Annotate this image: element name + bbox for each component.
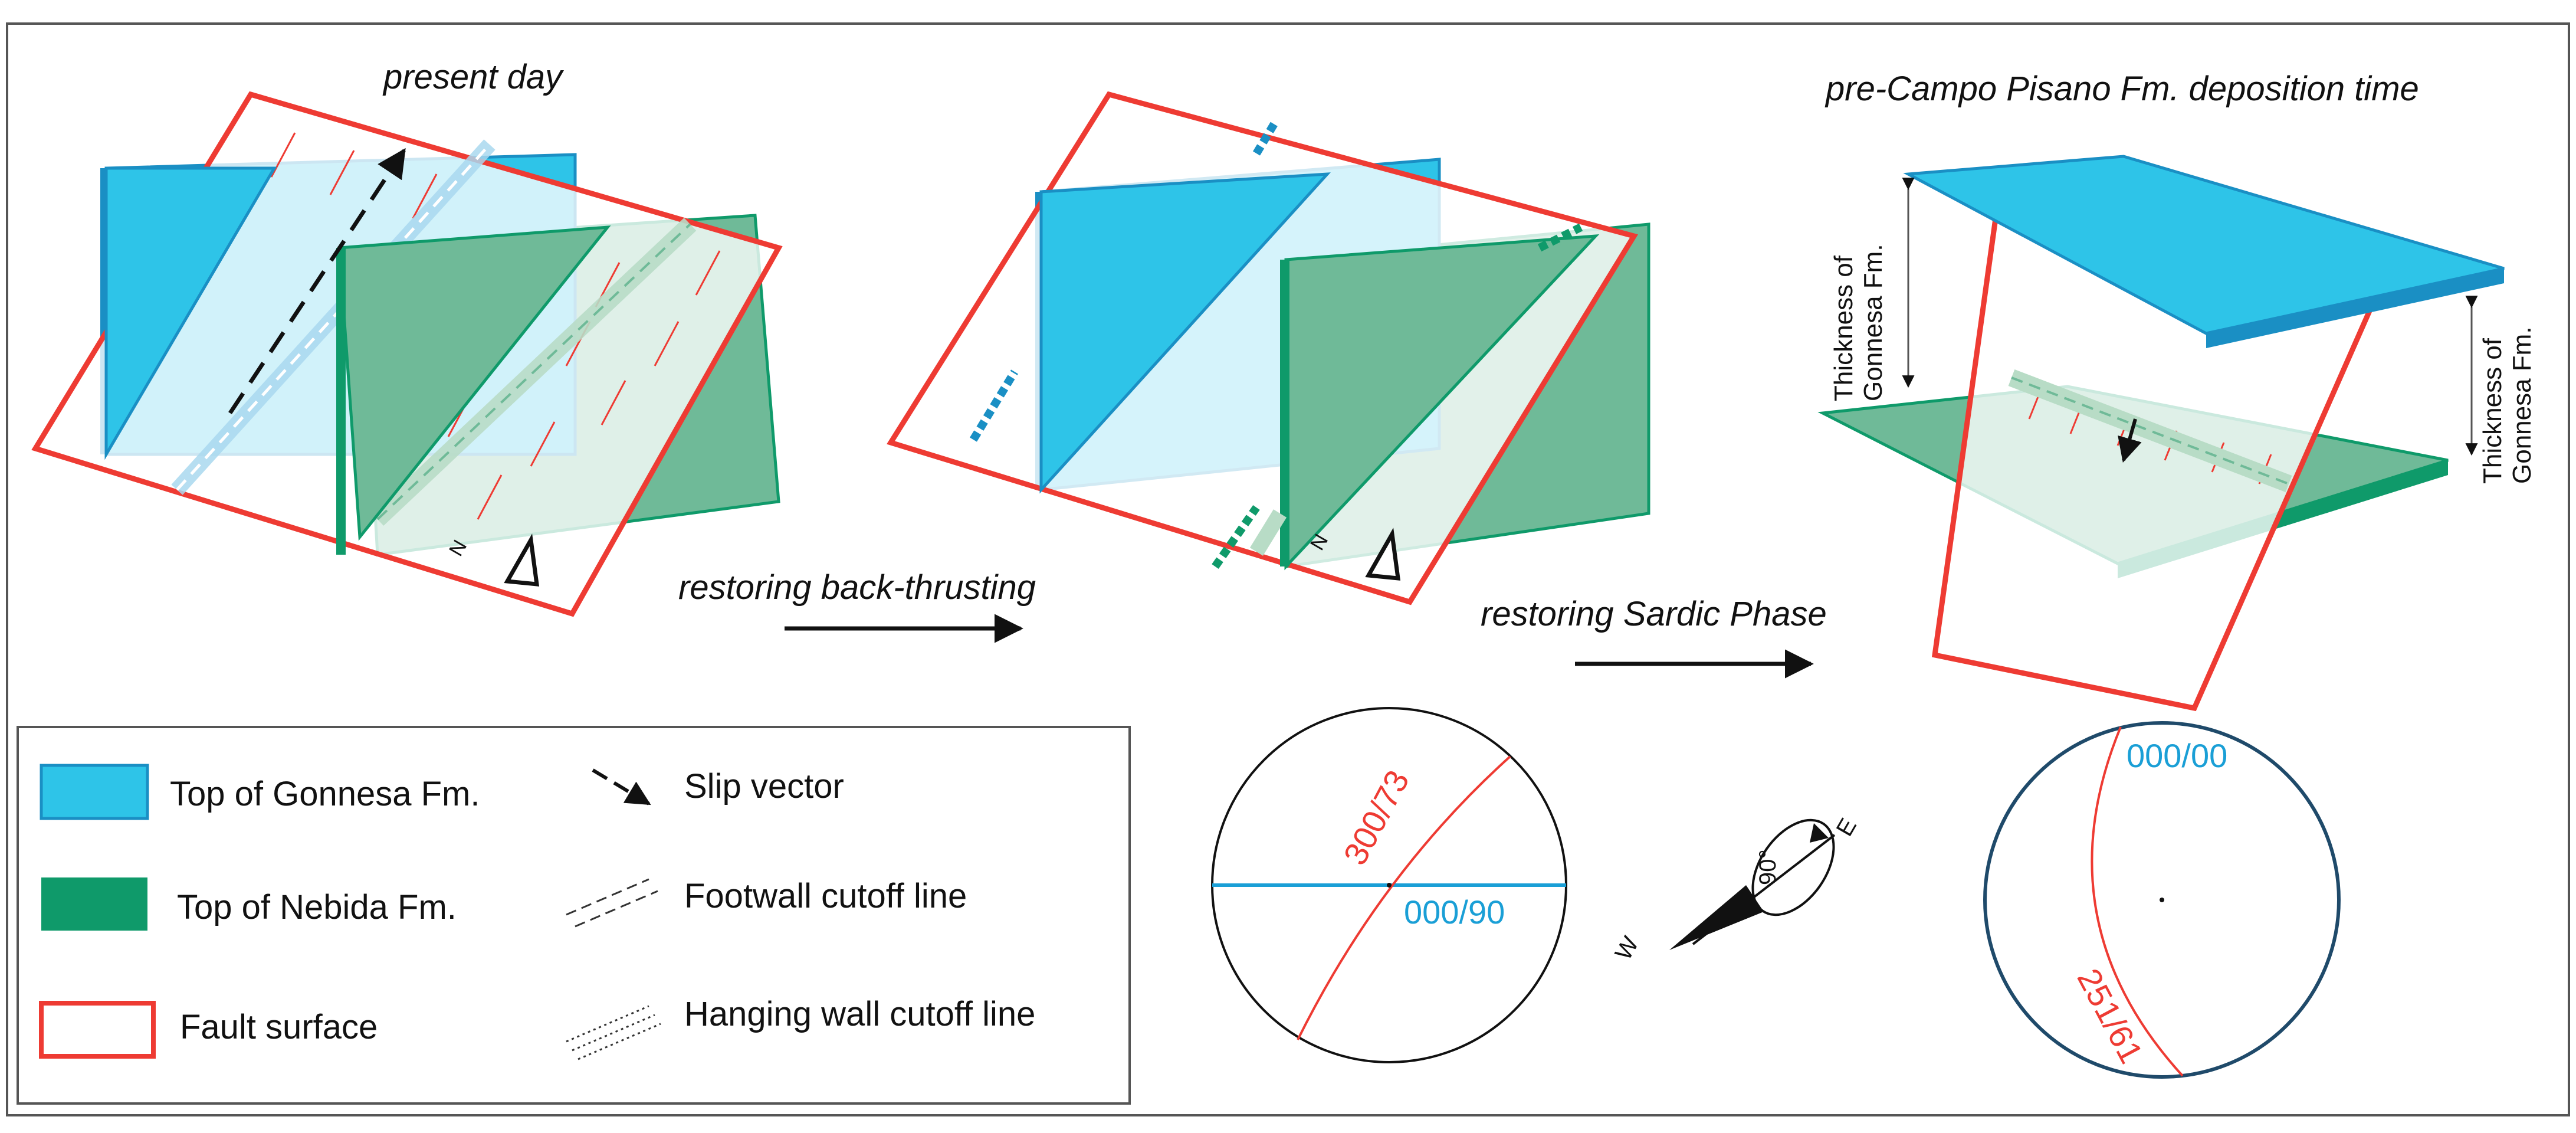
thickness-right-line2: Gonnesa Fm. <box>2508 326 2536 484</box>
legend-footwall-symbol <box>566 878 658 928</box>
rotation-direction-icon <box>1751 818 1835 916</box>
legend-label-hanging: Hanging wall cutoff line <box>684 995 1035 1033</box>
rotation-angle-label: 90° <box>1755 850 1781 886</box>
legend: Top of Gonnesa Fm. Top of Nebida Fm. Fau… <box>17 726 1131 1105</box>
stereonet-right-center <box>2160 898 2164 902</box>
stereonet-right-red-plane <box>2091 726 2184 1077</box>
cutoff-dash-3 <box>2011 376 2289 485</box>
cutoff-2b <box>1252 122 1278 156</box>
slip-arrow-3 <box>2118 418 2142 463</box>
slip-vector-arrow <box>228 148 406 414</box>
legend-slip-symbol <box>592 768 651 805</box>
rotation-east-label: E <box>1832 814 1862 840</box>
stereonet-left-red-plane <box>1297 755 1511 1040</box>
legend-hanging-symbol <box>566 1005 661 1060</box>
stereonet-left-center <box>1387 883 1392 888</box>
legend-label-footwall: Footwall cutoff line <box>684 877 967 915</box>
cutoff-2e <box>1537 223 1583 252</box>
legend-swatch-fault <box>39 1001 156 1059</box>
rotation-west-label: W <box>1610 932 1644 965</box>
nebida-cutoff-dash <box>376 223 691 520</box>
outer-frame <box>6 22 2570 1116</box>
legend-label-gonnesa: Top of Gonnesa Fm. <box>170 775 480 813</box>
panel-pre-campo: pre-Campo Pisano Fm. deposition time Thi… <box>1817 70 2536 712</box>
legend-label-fault: Fault surface <box>180 1008 378 1046</box>
nebida-plane-edge <box>336 248 346 555</box>
cutoff-2d <box>1249 509 1287 556</box>
label-restoring-backthrust: restoring back-thrusting <box>678 568 1036 607</box>
title-pre-campo: pre-Campo Pisano Fm. deposition time <box>1824 70 2419 108</box>
legend-swatch-gonnesa <box>40 764 149 820</box>
nebida-plane-front <box>337 225 611 541</box>
legend-swatch-nebida <box>41 877 147 931</box>
cutoff-2c <box>1212 505 1260 569</box>
stereonet-left: 300/73 000/90 <box>1211 707 1567 1063</box>
rotation-axis-symbol: 90° E W <box>1610 814 1862 965</box>
stereonet-right: 000/00 251/61 <box>1983 721 2341 1079</box>
cutoff-2a <box>970 369 1018 442</box>
label-restoring-sardic: restoring Sardic Phase <box>1481 595 1827 633</box>
thickness-left-line1: Thickness of <box>1829 255 1858 401</box>
legend-label-slip: Slip vector <box>684 767 844 805</box>
rotation-arrowhead-icon <box>1810 823 1829 843</box>
title-present-day: present day <box>382 58 564 96</box>
gonnesa-plane-front <box>104 166 277 460</box>
legend-box <box>17 726 1131 1105</box>
panel-restored-backthrust: N <box>887 91 1650 605</box>
rotation-cone-icon <box>1669 885 1764 950</box>
gonnesa-cutoff-dash <box>176 143 491 491</box>
thickness-right-line1: Thickness of <box>2478 338 2507 484</box>
panel-present-day: present day <box>31 58 783 617</box>
nebida-edge-2 <box>1280 260 1289 566</box>
gonnesa-layer-edge <box>2206 268 2504 348</box>
thickness-left-line2: Gonnesa Fm. <box>1859 244 1888 401</box>
stereonet-left-blue-label: 000/90 <box>1404 893 1505 931</box>
gonnesa-plane-2-front <box>1039 172 1331 494</box>
thickness-label-left: Thickness of Gonnesa Fm. <box>1829 244 1888 401</box>
north-arrow-2: N <box>1306 528 1401 581</box>
thickness-label-right: Thickness of Gonnesa Fm. <box>2478 326 2536 484</box>
legend-label-nebida: Top of Nebida Fm. <box>177 888 457 926</box>
stereonet-right-blue-label: 000/00 <box>2127 737 2227 774</box>
